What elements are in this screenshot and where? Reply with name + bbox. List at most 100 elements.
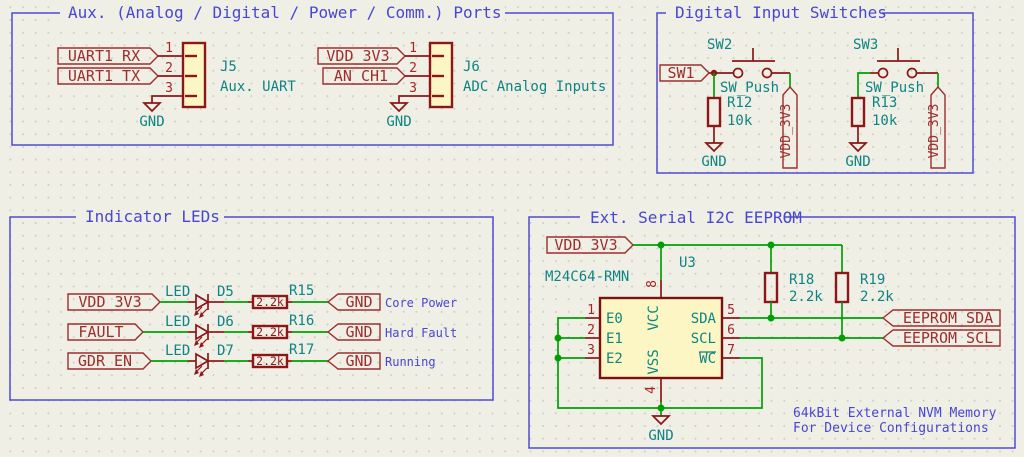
r16-refdes: R16 [289,313,314,329]
section-switches-title-bg [666,4,882,23]
j6-pin3-number: 3 [409,81,417,96]
r13-value: 10k [872,113,898,129]
label-text: VDD_3V3 [78,293,141,311]
power-label-vdd3v3-sw2[interactable]: VDD_3V3 [779,85,798,169]
section-switches: Digital Input Switches SW2 SW_Push SW1 R… [656,3,974,174]
junction-dot [554,334,562,342]
led-triangle-icon [195,323,210,341]
u3-pin-name-vss: VSS [646,349,662,374]
sw3-contact-left [877,67,889,79]
connector-j5[interactable]: UART1_RX UART1_TX 1 2 3 J5 Aux. UART GND [57,41,296,130]
resistor-r13[interactable]: R13 10k [850,95,898,129]
label-vdd3v3-j6[interactable]: VDD_3V3 [317,47,406,65]
led-arrowhead-icon [194,369,199,375]
label-gnd-row2[interactable]: GND [326,323,381,341]
resistor-r18[interactable]: R18 2.2k [763,271,823,305]
label-vdd3v3-eeprom[interactable]: VDD_3V3 [546,236,634,254]
sw3-gnd-symbol[interactable]: GND [845,142,871,170]
resistor-r12[interactable]: R12 10k [706,95,753,129]
j5-description: Aux. UART [220,79,296,95]
r19-value: 2.2k [860,289,894,305]
wire[interactable] [857,72,870,98]
label-sw1[interactable]: SW1 [659,64,710,82]
label-text: GND [345,352,372,370]
r15-value: 2.2k [256,295,284,309]
label-sw1-text: SW1 [667,64,694,82]
resistor-r17[interactable]: 2.2k R17 [251,342,314,369]
label-text: VDD_3V3 [554,236,617,254]
eeprom-note-line2: For Device Configurations [793,421,989,436]
r12-body [706,96,722,128]
led-triangle-icon [195,352,210,370]
led-refdes: D5 [217,284,234,300]
junction-dot [554,354,562,362]
u3-pin6-number: 6 [727,323,735,338]
junction-dot [657,404,665,412]
eeprom-gnd-symbol[interactable]: GND [648,415,674,444]
r15-refdes: R15 [289,283,314,299]
u3-pin1-number: 1 [587,303,595,318]
section-aux-ports: Aux. (Analog / Digital / Power / Comm.) … [11,3,614,146]
label-eeprom-sda[interactable]: EEPROM_SDA [881,309,1001,327]
label-gdr-en[interactable]: GDR_EN [67,352,152,370]
wire-e-tie[interactable] [557,317,661,409]
row1-note: Core Power [385,296,457,310]
led-d7[interactable]: LED D7 [165,343,234,377]
label-gnd-row3[interactable]: GND [326,352,381,370]
r16-value: 2.2k [256,325,284,339]
sw2-refdes: SW2 [707,37,732,53]
sw2-value: SW_Push [720,80,779,96]
eeprom-gnd-text: GND [648,428,673,444]
connector-j6[interactable]: VDD_3V3 AN_CH1 1 2 3 J6 ADC Analog Input… [317,41,606,130]
j6-gnd-symbol[interactable]: GND [386,102,412,130]
switch-sw3[interactable]: SW3 SW_Push [853,37,938,96]
label-shape [881,309,1001,327]
section-eeprom: Ext. Serial I2C EEPROM VDD_3V3 8 U3 M24C… [528,208,1016,449]
led-row-2: FAULT LED D6 2.2k R16 [67,313,457,348]
label-shape [67,293,161,311]
label-gnd-row1[interactable]: GND [326,293,381,311]
r17-refdes: R17 [289,342,314,358]
label-fault[interactable]: FAULT [67,323,144,341]
r12-value: 10k [727,113,753,129]
section-switches-title: Digital Input Switches [675,3,887,22]
switch-sw2[interactable]: SW2 SW_Push [707,37,790,96]
u3-refdes: U3 [679,255,696,271]
u3-pin-name-scl: SCL [691,331,716,347]
label-an-ch1[interactable]: AN_CH1 [322,67,406,85]
label-uart1-rx[interactable]: UART1_RX [57,47,159,65]
j5-gnd-symbol[interactable]: GND [139,102,165,130]
wire-wc[interactable] [661,357,763,409]
u3-pin-name-e0: E0 [606,311,623,327]
label-uart1-rx-text: UART1_RX [68,47,140,65]
r19-refdes: R19 [860,272,885,288]
led-d6[interactable]: LED D6 [165,314,234,348]
resistor-r19[interactable]: R19 2.2k [834,271,894,305]
r13-refdes: R13 [872,95,897,111]
led-d5[interactable]: LED D5 [165,284,234,318]
sw2-gnd-symbol[interactable]: GND [701,142,727,170]
ic-u3[interactable]: 8 U3 M24C64-RMN 1 2 3 E0 E1 E2 VCC VSS 5… [545,255,740,402]
power-label-text: VDD_3V3 [779,104,794,159]
label-eeprom-scl[interactable]: EEPROM_SCL [881,329,1001,347]
sw3-value: SW_Push [865,80,924,96]
j5-refdes: J5 [220,59,237,75]
label-uart1-tx[interactable]: UART1_TX [57,67,159,85]
label-shape [546,236,634,254]
junction-dot [838,334,846,342]
u3-pin-name-wc: WC [699,351,716,367]
section-leds: Indicator LEDs VDD_3V3 LED D5 [9,207,494,401]
label-text: EEPROM_SDA [903,309,993,327]
label-vdd3v3-led[interactable]: VDD_3V3 [67,293,161,311]
j6-refdes: J6 [463,59,480,75]
resistor-r15[interactable]: 2.2k R15 [251,283,314,310]
label-text: FAULT [78,323,123,341]
u3-pin-name-vcc: VCC [646,305,662,330]
sw3-refdes: SW3 [853,37,878,53]
label-text: GDR_EN [78,352,132,370]
led-arrowhead-icon [199,371,204,377]
j5-pin3-number: 3 [165,81,173,96]
resistor-r16[interactable]: 2.2k R16 [251,313,314,340]
power-label-vdd3v3-sw3[interactable]: VDD_3V3 [927,85,946,169]
led-arrowhead-icon [194,340,199,346]
